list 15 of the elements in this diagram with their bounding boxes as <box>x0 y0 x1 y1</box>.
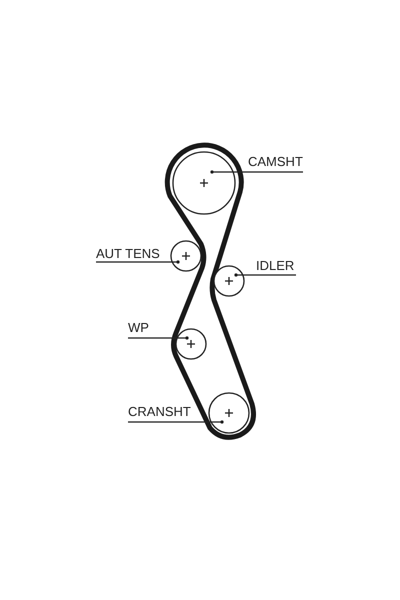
part-label: IDLER <box>256 258 294 273</box>
leader-line <box>96 260 180 264</box>
pulley-icon <box>170 240 202 272</box>
leader-line <box>210 170 303 174</box>
pulley-icon <box>175 328 207 360</box>
part-label: CRANSHT <box>128 404 191 419</box>
leader-line <box>234 273 296 277</box>
leader-line <box>128 420 224 424</box>
leader-line <box>128 336 189 340</box>
pulley-icon <box>208 392 250 434</box>
pulley-icon <box>213 265 245 297</box>
pulley-icon <box>172 151 236 215</box>
part-label: AUT TENS <box>96 246 160 261</box>
part-label: CAMSHT <box>248 154 303 169</box>
part-label: WP <box>128 320 149 335</box>
